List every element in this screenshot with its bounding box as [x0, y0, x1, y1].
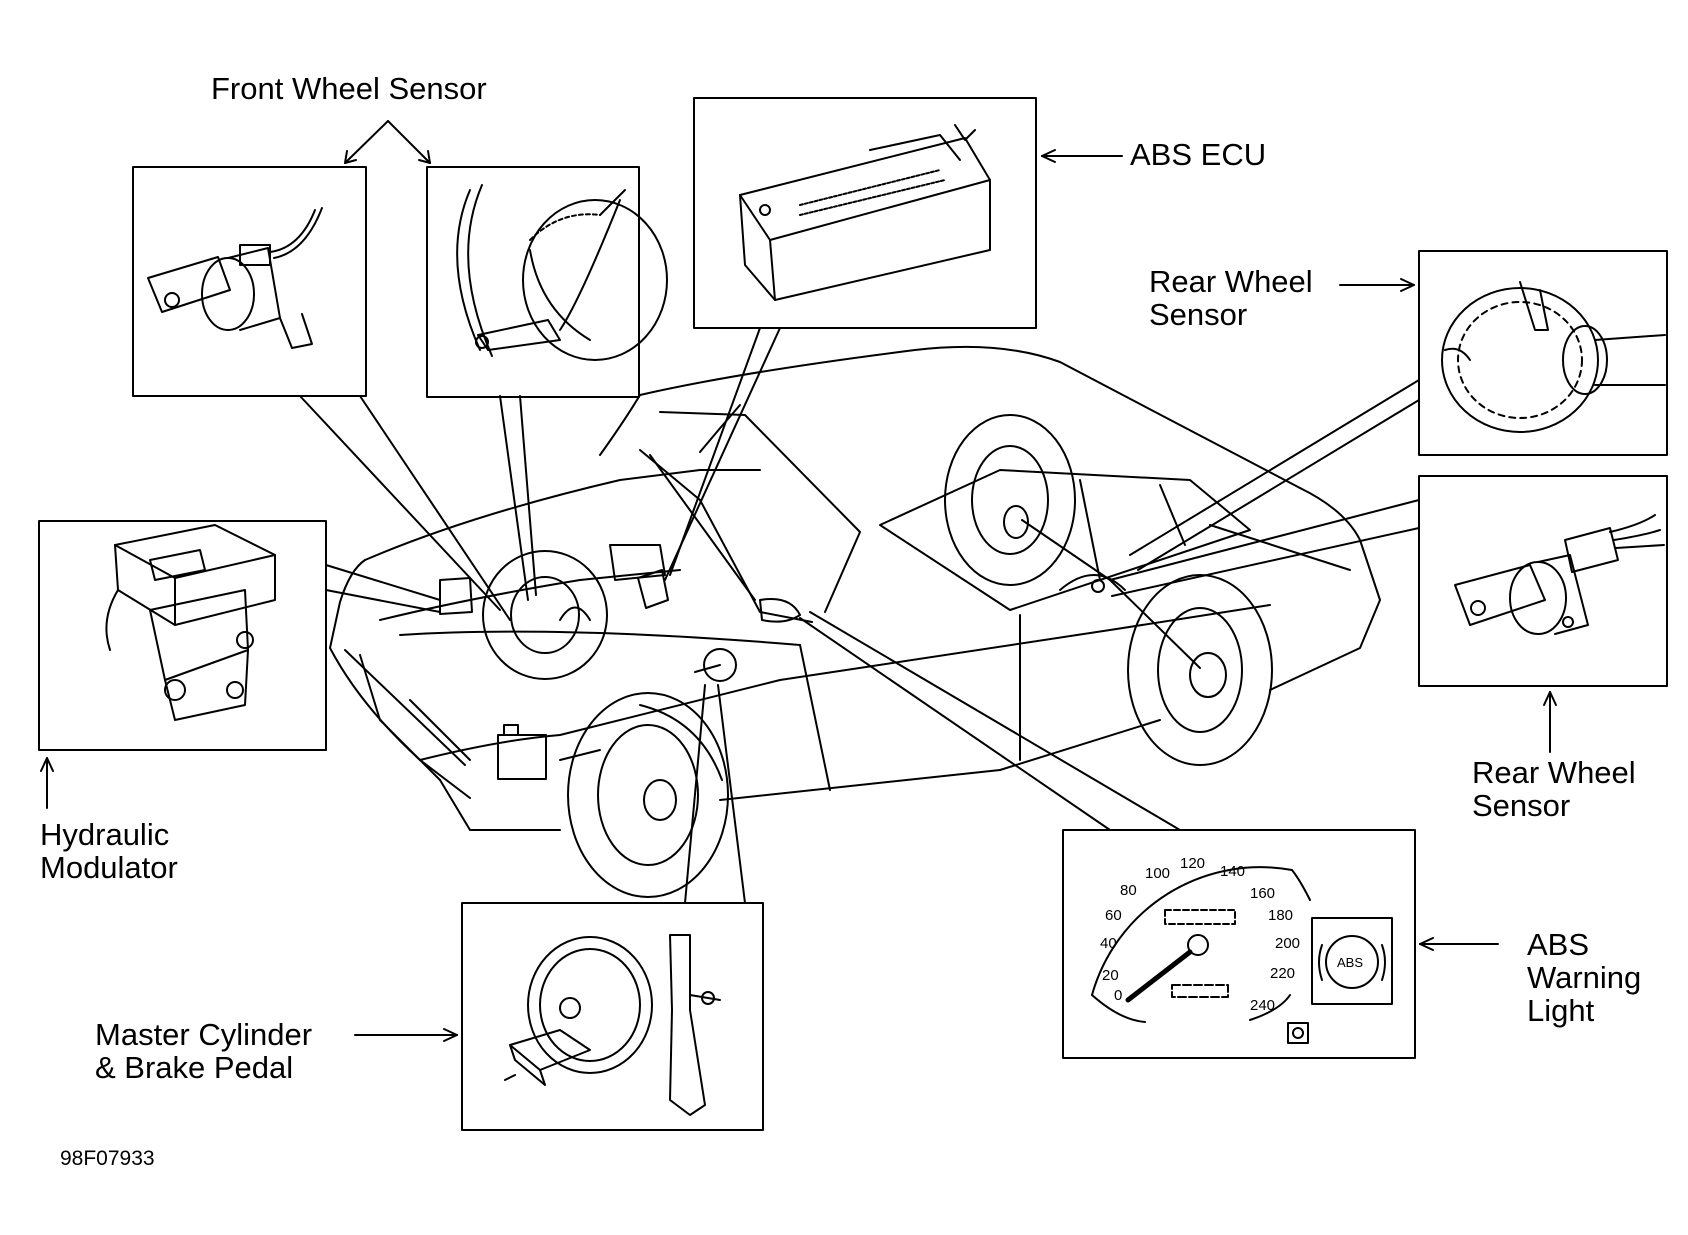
label-line: Warning — [1527, 960, 1642, 995]
svg-text:40: 40 — [1100, 935, 1117, 952]
svg-text:200: 200 — [1275, 935, 1300, 952]
car-illustration — [329, 345, 1381, 898]
svg-text:20: 20 — [1102, 967, 1119, 984]
box-abs-warning-light: 0 20 40 60 80 100 120 140 160 180 200 22… — [1062, 829, 1416, 1059]
label-line: Sensor — [1149, 297, 1248, 332]
box-front-sensor-left — [132, 166, 367, 397]
box-master-cylinder — [461, 902, 764, 1131]
box-rear-sensor-lower — [1418, 475, 1668, 687]
svg-text:0: 0 — [1114, 987, 1122, 1004]
label-line: ABS — [1527, 927, 1590, 962]
label-front-wheel-sensor: Front Wheel Sensor — [211, 71, 487, 106]
label-line: Light — [1527, 993, 1595, 1028]
label-rear-wheel-sensor-lower: Rear Wheel Sensor — [1472, 756, 1636, 822]
svg-text:140: 140 — [1220, 863, 1245, 880]
label-hydraulic-modulator: Hydraulic Modulator — [40, 818, 178, 884]
label-line: & Brake Pedal — [95, 1050, 294, 1085]
label-line: Master Cylinder — [95, 1017, 313, 1052]
box-front-sensor-right — [426, 166, 668, 398]
svg-text:100: 100 — [1145, 865, 1170, 882]
svg-text:220: 220 — [1270, 965, 1295, 982]
svg-text:ABS: ABS — [1337, 955, 1363, 970]
figure-reference-number: 98F07933 — [60, 1147, 155, 1170]
svg-text:180: 180 — [1268, 907, 1293, 924]
leader-lines — [40, 120, 1557, 1042]
label-abs-ecu: ABS ECU — [1130, 137, 1267, 172]
label-line: Sensor — [1472, 788, 1571, 823]
box-rear-sensor-upper — [1418, 250, 1668, 456]
label-line: Modulator — [40, 850, 178, 885]
svg-text:160: 160 — [1250, 885, 1275, 902]
svg-text:60: 60 — [1105, 907, 1122, 924]
label-master-cylinder-brake-pedal: Master Cylinder & Brake Pedal — [95, 1018, 312, 1084]
label-rear-wheel-sensor-upper: Rear Wheel Sensor — [1149, 265, 1313, 331]
box-abs-ecu — [693, 97, 1037, 329]
label-line: Hydraulic — [40, 817, 170, 852]
svg-text:120: 120 — [1180, 855, 1205, 872]
label-line: Rear Wheel — [1149, 264, 1313, 299]
svg-text:240: 240 — [1250, 997, 1275, 1014]
label-line: Rear Wheel — [1472, 755, 1636, 790]
box-hydraulic-modulator — [38, 520, 327, 751]
svg-text:80: 80 — [1120, 882, 1137, 899]
label-abs-warning-light: ABS Warning Light — [1527, 928, 1641, 1027]
